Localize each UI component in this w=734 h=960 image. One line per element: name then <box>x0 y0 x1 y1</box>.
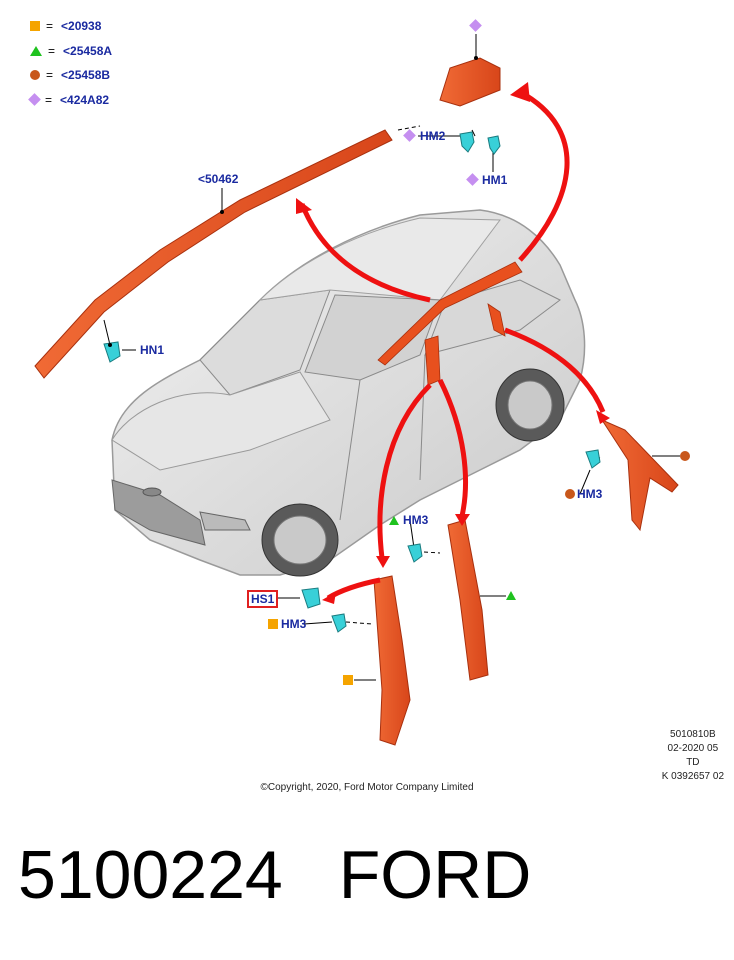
rear-pillar-trim-part <box>600 418 679 532</box>
callout-hn1: HN1 <box>140 343 165 357</box>
roof-rail-trim-part <box>34 129 393 379</box>
callout-hm3-center: HM3 <box>403 513 429 527</box>
legend-code: <25458A <box>63 43 113 58</box>
footer-title: 5100224 FORD <box>18 836 587 914</box>
diamond-marker-icon <box>466 173 479 186</box>
callout-hs1[interactable]: HS1 <box>247 590 279 608</box>
parts-diagram <box>34 19 690 746</box>
leader-dots <box>108 56 478 347</box>
copyright-notice: ©Copyright, 2020, Ford Motor Company Lim… <box>260 782 474 793</box>
drawing-metadata: 5010810B 02-2020 05 TD K 0392657 02 <box>662 728 724 784</box>
clip-icon <box>585 449 601 469</box>
legend: = <20938 = <25458A = <25458B = <424A82 <box>28 14 112 113</box>
arrow-heads <box>296 82 610 604</box>
meta-line: K 0392657 02 <box>661 771 724 782</box>
clip-icon <box>459 131 475 153</box>
square-marker-icon <box>343 675 353 685</box>
meta-line: 02-2020 05 <box>667 743 719 754</box>
square-marker-icon <box>268 619 278 629</box>
legend-row: = <424A82 <box>28 88 112 113</box>
leader-lines <box>103 34 680 681</box>
assembly-arrows <box>299 89 606 601</box>
meta-line: 5010810B <box>670 729 716 740</box>
diamond-marker-icon <box>469 19 482 32</box>
center-pillar-trim-part <box>447 519 489 681</box>
callout-hm2: HM2 <box>420 129 446 143</box>
clip-icon <box>301 587 321 609</box>
legend-equals: = <box>46 68 54 83</box>
legend-equals: = <box>45 92 53 107</box>
circle-marker-icon <box>565 489 575 499</box>
installed-trim-parts <box>377 261 523 386</box>
brand-name: FORD <box>338 837 532 913</box>
legend-code: <20938 <box>61 19 102 34</box>
triangle-marker-icon <box>506 591 516 600</box>
triangle-icon <box>30 45 42 56</box>
callout-hm3-lower: HM3 <box>281 617 307 631</box>
callout-hm1: HM1 <box>482 173 508 187</box>
clip-icon <box>487 135 501 155</box>
diamond-marker-icon <box>403 129 416 142</box>
symbol-markers <box>268 19 690 685</box>
legend-row: = <25458A <box>30 39 112 64</box>
clip-icon <box>407 543 423 563</box>
callout-hm3-right: HM3 <box>577 487 603 501</box>
clip-icon <box>331 613 347 633</box>
front-pillar-trim-part <box>373 575 411 746</box>
legend-row: = <20938 <box>30 14 112 39</box>
legend-code: <25458B <box>61 68 111 83</box>
legend-equals: = <box>46 19 54 34</box>
square-icon <box>30 21 40 32</box>
legend-row: = <25458B <box>30 63 112 88</box>
vehicle-illustration <box>111 209 586 577</box>
circle-icon <box>30 70 40 81</box>
clip-fasteners <box>103 131 601 633</box>
circle-marker-icon <box>680 451 690 461</box>
meta-line: TD <box>686 757 700 768</box>
legend-code: <424A82 <box>60 92 110 107</box>
triangle-marker-icon <box>389 516 399 525</box>
quarter-upper-trim-part <box>439 57 501 107</box>
diamond-icon <box>28 93 41 107</box>
callout-part-50462: <50462 <box>198 172 239 186</box>
legend-equals: = <box>48 43 56 58</box>
part-number: 5100224 <box>18 837 283 913</box>
clip-icon <box>103 341 121 363</box>
